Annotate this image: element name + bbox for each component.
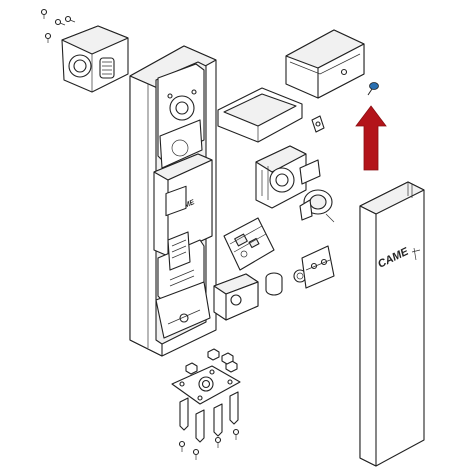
- terminal-block: [167, 231, 191, 271]
- screw: [54, 18, 66, 26]
- bolt: [213, 403, 223, 437]
- anchor-plate: [171, 365, 241, 405]
- bolt: [195, 409, 205, 443]
- bolt: [179, 397, 189, 431]
- small-bracket: [311, 115, 325, 133]
- screw: [232, 428, 240, 440]
- capacitor: [265, 272, 283, 296]
- screw: [178, 440, 186, 452]
- bottom-screws: [178, 428, 240, 460]
- anchor-nuts: [185, 348, 238, 375]
- highlighted-screw: [367, 82, 379, 96]
- top-cap-housing: [61, 25, 129, 93]
- screw: [64, 15, 76, 23]
- gear-motor: [255, 145, 321, 209]
- limit-switch-bracket: [301, 245, 335, 289]
- screw: [44, 32, 52, 43]
- screw: [214, 436, 222, 448]
- nut: [207, 348, 220, 361]
- cover-box: [285, 29, 365, 99]
- gasket-tray: [217, 87, 303, 143]
- anchor-bolts: [179, 391, 239, 443]
- nut: [221, 352, 234, 365]
- transformer: [213, 273, 259, 321]
- front-cover-panel: CAME: [359, 181, 425, 467]
- nut: [185, 362, 198, 375]
- control-board: [223, 217, 275, 271]
- callout-arrow-icon: [355, 105, 387, 171]
- encoder-motor: [299, 189, 335, 223]
- top-screws: [40, 8, 76, 43]
- screw: [192, 448, 200, 460]
- column-body: CAME: [129, 45, 217, 357]
- screw: [40, 8, 48, 19]
- bolt: [229, 391, 239, 425]
